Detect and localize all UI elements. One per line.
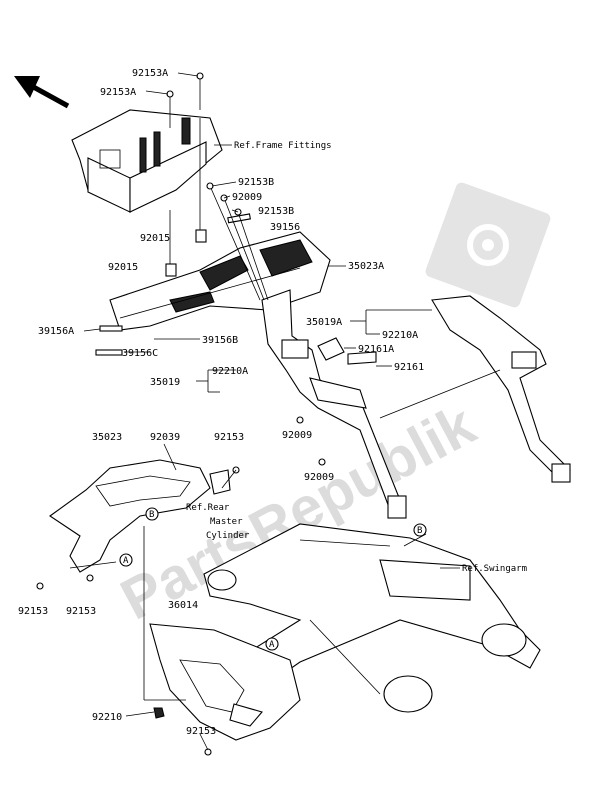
svg-text:B: B [417, 526, 422, 536]
label-92153-2: 92153 [18, 606, 48, 617]
label-92161A: 92161A [358, 344, 394, 355]
label-92210A-2: 92210A [212, 366, 248, 377]
fender-bracket [261, 289, 407, 519]
label-35023A: 35023A [348, 261, 384, 272]
rubber-92161A [317, 337, 345, 361]
ref-frame-fittings: Ref.Frame Fittings [234, 141, 332, 151]
marker-a-1: A [119, 553, 133, 567]
svg-text:A: A [269, 640, 275, 650]
side-bracket [431, 295, 571, 483]
label-35023: 35023 [92, 432, 122, 443]
mud-guard [49, 459, 231, 573]
chain-guard [149, 623, 301, 741]
rear-fender-upper [109, 231, 331, 331]
label-92153B-2: 92153B [258, 206, 294, 217]
label-36014: 36014 [168, 600, 198, 611]
label-92161: 92161 [394, 362, 424, 373]
label-92009-2: 92009 [282, 430, 312, 441]
leader-lines [69, 72, 501, 751]
ref-rear-master-cylinder-1: Ref.Rear [186, 503, 230, 513]
label-92015-1: 92015 [140, 233, 170, 244]
label-35019: 35019 [150, 377, 180, 388]
label-39156C: 39156C [122, 348, 158, 359]
label-92153A-1: 92153A [132, 68, 168, 79]
sticker-39156A [99, 325, 123, 332]
svg-text:B: B [149, 510, 154, 520]
label-92153-1: 92153 [214, 432, 244, 443]
label-92153B-1: 92153B [238, 177, 274, 188]
sticker-39156C [95, 349, 123, 356]
svg-text:A: A [123, 556, 129, 566]
label-92210A-1: 92210A [382, 330, 418, 341]
label-92015-2: 92015 [108, 262, 138, 273]
arrow-up-left-icon [14, 76, 70, 109]
marker-b-2: B [413, 523, 427, 537]
ref-rear-master-cylinder-3: Cylinder [206, 531, 250, 541]
battery-case [71, 109, 223, 213]
label-39156B: 39156B [202, 335, 238, 346]
gear-icon [425, 182, 551, 308]
label-92153A-2: 92153A [100, 87, 136, 98]
rubber-92161 [347, 351, 377, 365]
marker-b-1: B [145, 507, 159, 521]
sticker-39156 [227, 213, 251, 224]
marker-a-2: A [265, 637, 279, 651]
bolts [36, 72, 326, 756]
label-92009-1: 92009 [232, 192, 262, 203]
label-39156: 39156 [270, 222, 300, 233]
label-92210: 92210 [92, 712, 122, 723]
label-92009-3: 92009 [304, 472, 334, 483]
label-92039: 92039 [150, 432, 180, 443]
label-92153-3: 92153 [66, 606, 96, 617]
label-92153-4: 92153 [186, 726, 216, 737]
ref-rear-master-cylinder-2: Master [210, 517, 243, 527]
label-35019A: 35019A [306, 317, 342, 328]
ref-swingarm: Ref.Swingarm [462, 564, 527, 574]
label-39156A: 39156A [38, 326, 74, 337]
